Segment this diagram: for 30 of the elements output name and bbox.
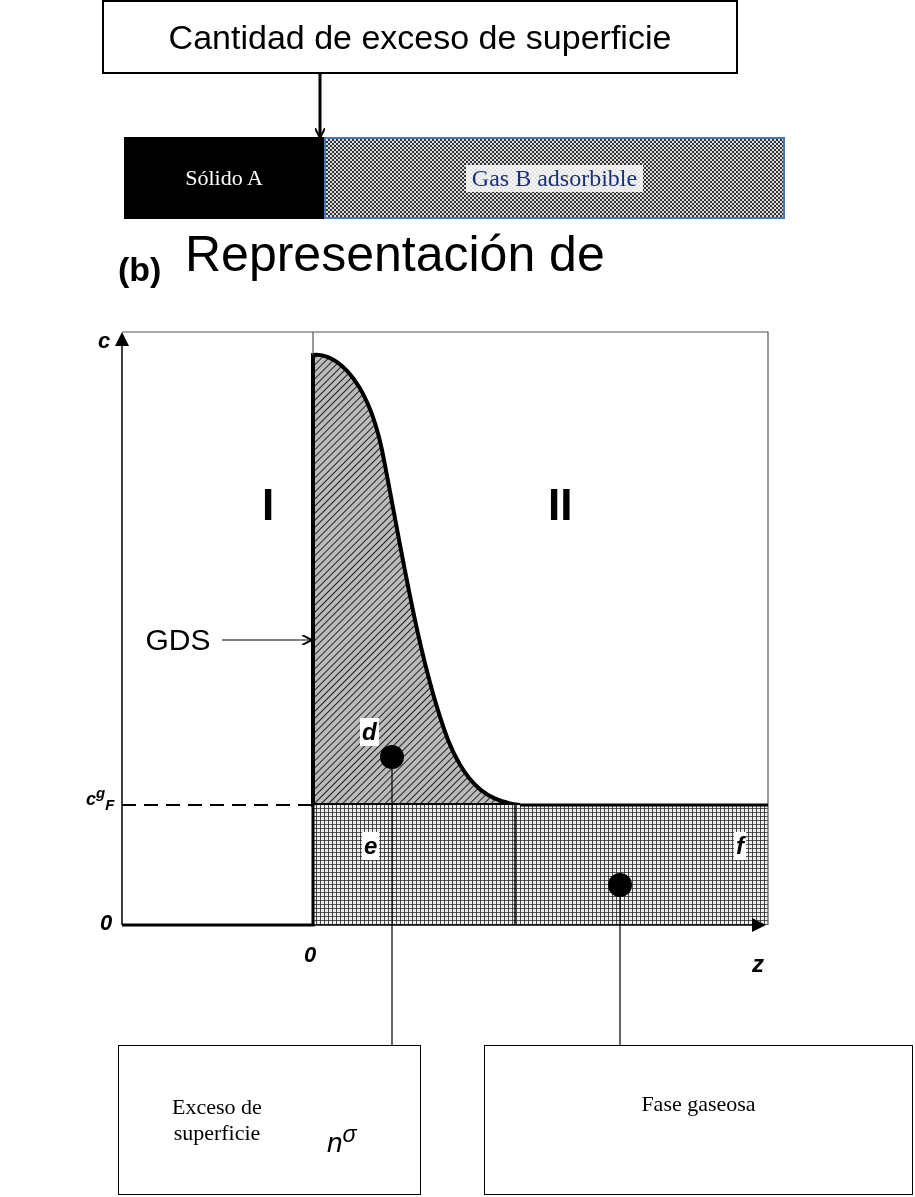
leader-line <box>619 896 621 1046</box>
axis-label: z <box>752 950 764 978</box>
axis-label: c <box>98 328 111 354</box>
dot-marker <box>380 745 404 769</box>
gas-band <box>324 137 785 219</box>
region-label: e <box>362 832 380 860</box>
region-label: f <box>734 832 746 860</box>
band-label: Gas B adsorbible <box>465 164 644 192</box>
panel-label: (b) <box>118 250 162 289</box>
region-label: d <box>360 718 379 746</box>
region-label: I <box>262 480 275 530</box>
box-label: Cantidad de exceso de superficie <box>168 17 672 57</box>
annotation-text: GDS <box>138 620 218 660</box>
dividing-surface-line <box>311 355 315 805</box>
band-label: Fase gaseosa <box>641 1091 756 1117</box>
dot-marker <box>608 873 632 897</box>
arrow <box>221 634 313 646</box>
tick-label: 0 <box>304 942 317 968</box>
callout-text: Exceso de superficie <box>171 1094 263 1146</box>
band-label: Sólido A <box>185 165 263 191</box>
solid-band <box>124 137 324 219</box>
label-box <box>102 0 738 74</box>
leader-line <box>391 768 393 1046</box>
symbol-label: n$^{σ}$ <box>327 1120 357 1160</box>
tick-label: 0 <box>100 910 113 936</box>
region-label: II <box>548 480 573 530</box>
callout-box <box>484 1045 913 1195</box>
arrow <box>314 74 326 139</box>
heading: Representación de <box>185 225 605 283</box>
callout-box <box>118 1045 421 1195</box>
